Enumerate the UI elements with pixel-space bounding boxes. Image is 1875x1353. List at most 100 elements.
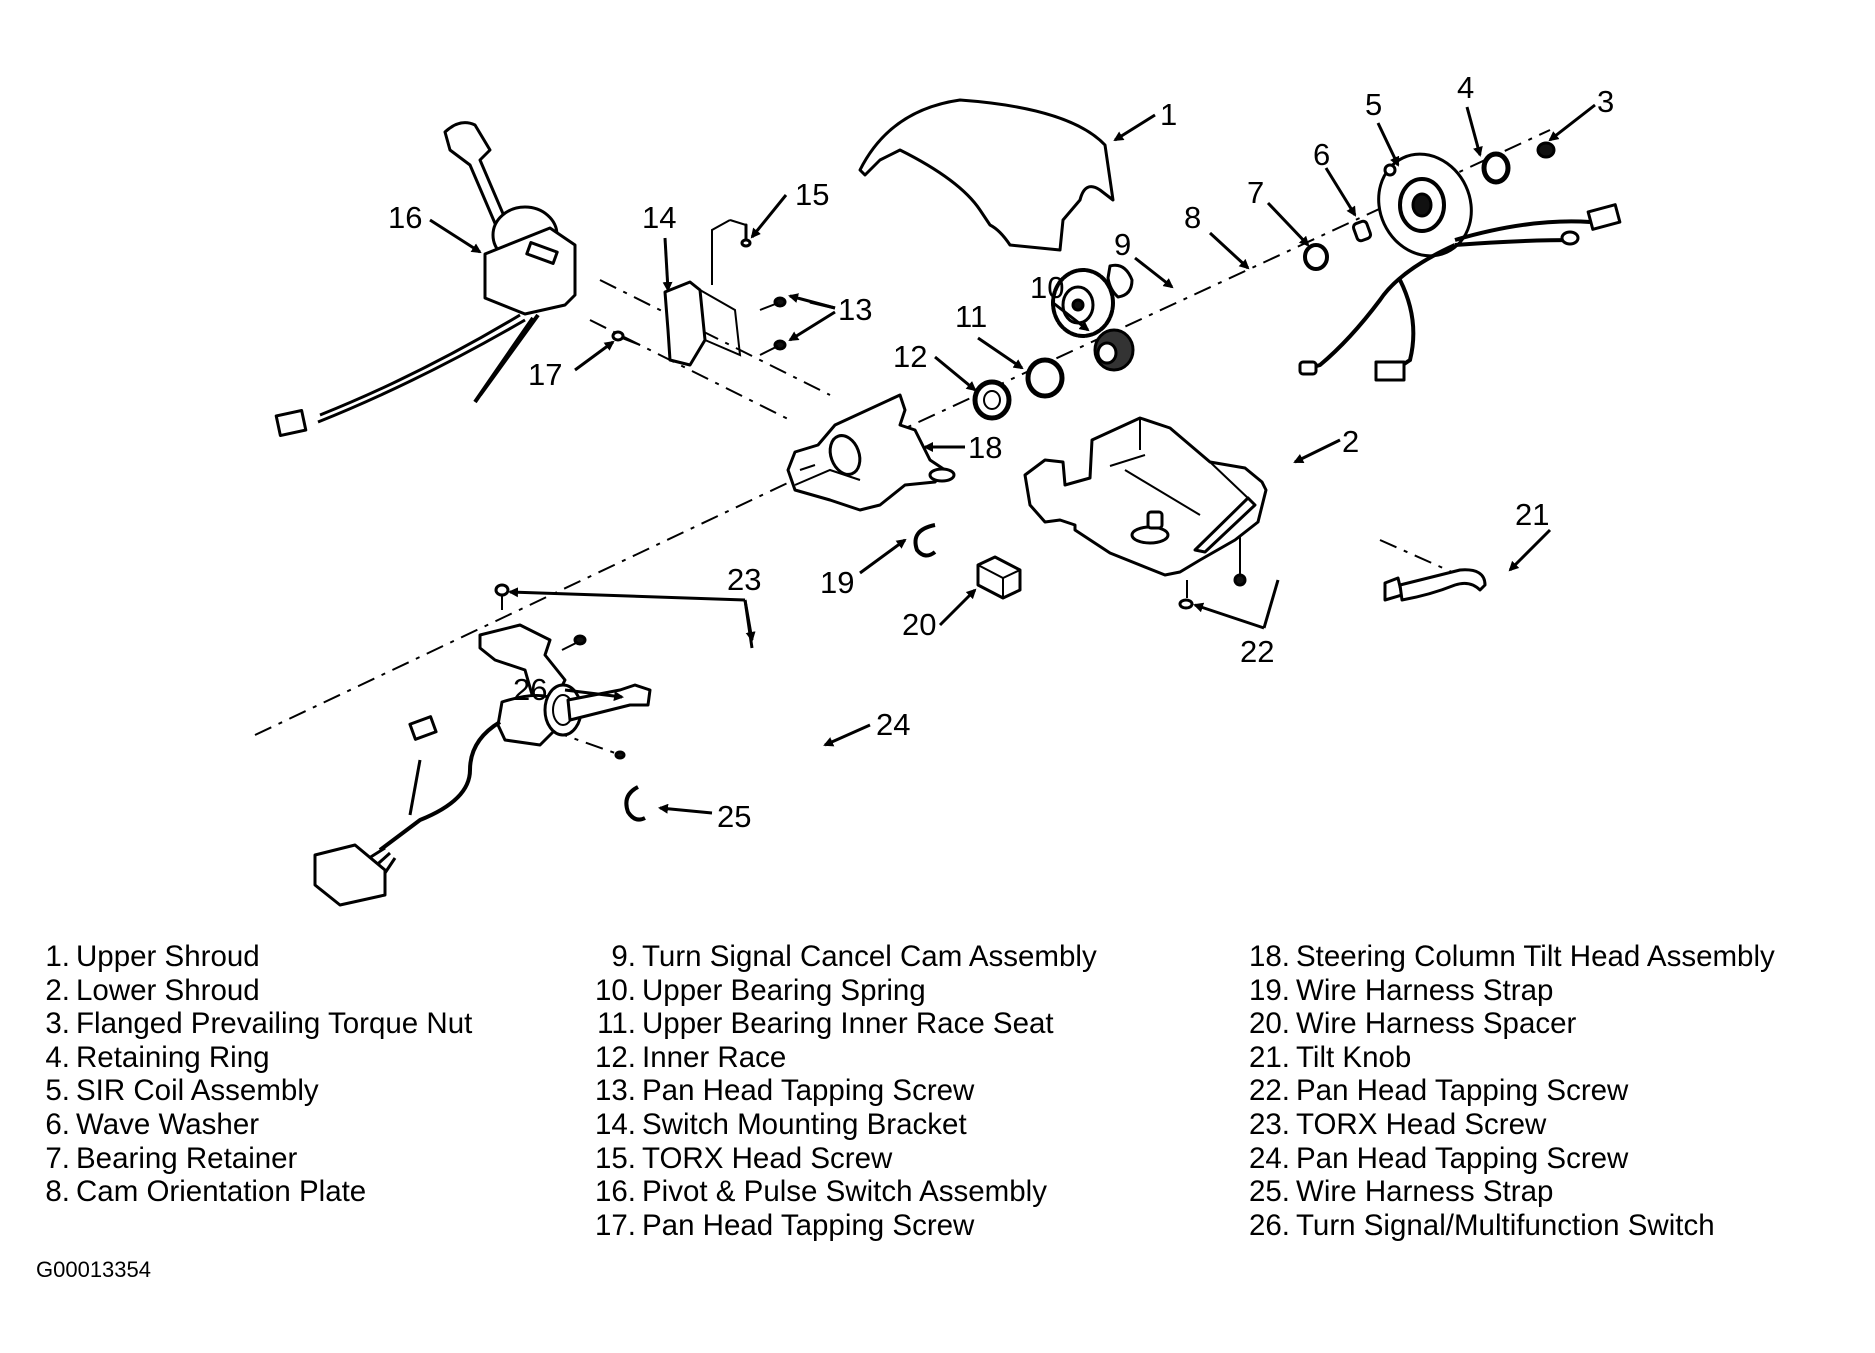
legend-item-label: Wave Washer (76, 1107, 260, 1141)
legend-item-label: Upper Shroud (76, 940, 260, 973)
legend-item-number: 19. (1248, 973, 1290, 1007)
callout-19: 19 (820, 565, 854, 600)
legend-item-label: Upper Bearing Spring (642, 973, 926, 1007)
callout-23: 23 (727, 562, 761, 597)
legend-item-label: Tilt Knob (1296, 1040, 1412, 1074)
legend-item-number: 22. (1248, 1074, 1290, 1108)
callout-15: 15 (795, 177, 829, 212)
legend-item-number: 14. (594, 1107, 636, 1141)
callout-labels: 1 2 3 4 5 6 7 8 9 10 11 12 13 14 15 16 1… (388, 70, 1614, 834)
part-pivot-pulse-switch (274, 121, 577, 437)
legend-item-label: Turn Signal/Multifunction Switch (1296, 1208, 1715, 1242)
part-wire-harness-spacer (976, 555, 1022, 600)
part-torx-screws-23 (494, 583, 587, 651)
legend-item-label: Wire Harness Spacer (1296, 1007, 1577, 1041)
legend-item-label: Pan Head Tapping Screw (642, 1208, 975, 1242)
legend-item-label: Turn Signal Cancel Cam Assembly (642, 940, 1097, 973)
part-tilt-knob (1383, 568, 1487, 602)
callout-1: 1 (1160, 97, 1177, 132)
legend-item-number: 13. (594, 1074, 636, 1108)
legend-item: 6.Wave Washer (36, 1108, 472, 1142)
callout-9: 9 (1114, 227, 1131, 262)
legend-item: 5.SIR Coil Assembly (36, 1074, 472, 1108)
legend-item-label: Retaining Ring (76, 1040, 270, 1074)
callout-12: 12 (893, 339, 927, 374)
legend-item: 17.Pan Head Tapping Screw (586, 1209, 1097, 1243)
part-inner-race-seat (1025, 357, 1065, 399)
legend-item: 16.Pivot & Pulse Switch Assembly (586, 1175, 1097, 1209)
part-inner-race (972, 379, 1012, 421)
legend-item-number: 17. (594, 1208, 636, 1242)
part-cancel-cam (1051, 268, 1115, 338)
callout-14: 14 (642, 200, 676, 235)
legend-item-number: 8. (45, 1175, 70, 1209)
legend-item-label: Lower Shroud (76, 973, 260, 1007)
legend-item: 24.Pan Head Tapping Screw (1240, 1142, 1775, 1176)
legend-item-label: Pan Head Tapping Screw (1296, 1141, 1629, 1175)
legend-item-number: 12. (594, 1040, 636, 1074)
legend-item-label: TORX Head Screw (642, 1141, 893, 1175)
legend-item: 15.TORX Head Screw (586, 1142, 1097, 1176)
legend-item-label: Switch Mounting Bracket (642, 1107, 967, 1141)
part-bearing-retainer (1303, 243, 1329, 271)
callout-18: 18 (968, 430, 1002, 465)
legend-item: 13.Pan Head Tapping Screw (586, 1074, 1097, 1108)
legend-item-number: 21. (1248, 1040, 1290, 1074)
part-wave-washer (1351, 219, 1373, 243)
legend-item-number: 25. (1248, 1175, 1290, 1209)
part-torx-screw-15 (711, 219, 752, 285)
part-pan-head-screw-17 (611, 330, 641, 346)
part-turn-signal-switch (313, 623, 652, 907)
legend-item-number: 10. (594, 973, 636, 1007)
legend-item: 8.Cam Orientation Plate (36, 1175, 472, 1209)
legend-item-label: Cam Orientation Plate (76, 1175, 367, 1209)
callout-2: 2 (1342, 424, 1359, 459)
legend-item: 25.Wire Harness Strap (1240, 1175, 1775, 1209)
callout-7: 7 (1247, 175, 1264, 210)
callout-5: 5 (1365, 87, 1382, 122)
legend-item: 3.Flanged Prevailing Torque Nut (36, 1007, 472, 1041)
legend-item-label: Bearing Retainer (76, 1141, 298, 1175)
legend-item-label: Pan Head Tapping Screw (1296, 1074, 1629, 1108)
callout-3: 3 (1597, 84, 1614, 119)
legend-item: 14.Switch Mounting Bracket (586, 1108, 1097, 1142)
callout-21: 21 (1515, 497, 1549, 532)
legend-item: 9.Turn Signal Cancel Cam Assembly (586, 940, 1097, 974)
legend-item-number: 3. (45, 1007, 70, 1041)
part-upper-shroud (858, 98, 1115, 252)
legend-item: 19.Wire Harness Strap (1240, 974, 1775, 1008)
callout-8: 8 (1184, 200, 1201, 235)
legend-item-number: 6. (45, 1107, 70, 1141)
callout-6: 6 (1313, 137, 1330, 172)
part-upper-bearing-spring (1093, 328, 1135, 372)
callout-24: 24 (876, 707, 910, 742)
callout-10: 10 (1030, 270, 1064, 305)
legend-item-number: 11. (597, 1007, 636, 1041)
legend-item: 21.Tilt Knob (1240, 1041, 1775, 1075)
legend-item-number: 2. (45, 973, 70, 1007)
part-pan-head-screws-22 (1178, 535, 1247, 610)
callout-4: 4 (1457, 70, 1474, 105)
legend-item-number: 26. (1248, 1208, 1290, 1242)
callout-11: 11 (955, 299, 987, 334)
legend-item-number: 1. (45, 940, 70, 973)
part-lower-shroud (1023, 416, 1268, 577)
legend-item-number: 18. (1248, 940, 1290, 973)
legend-item-number: 4. (45, 1040, 70, 1074)
legend-item: 2.Lower Shroud (36, 974, 472, 1008)
legend-item-number: 9. (611, 940, 636, 973)
part-pan-head-screws-13 (759, 296, 787, 356)
legend-item-number: 20. (1248, 1007, 1290, 1041)
figure-id: G00013354 (36, 1257, 151, 1282)
part-retaining-ring (1481, 151, 1511, 185)
legend-item: 20.Wire Harness Spacer (1240, 1007, 1775, 1041)
legend-item-label: Wire Harness Strap (1296, 1175, 1554, 1209)
legend-item: 12.Inner Race (586, 1041, 1097, 1075)
part-sir-coil (1298, 152, 1622, 382)
callout-16: 16 (388, 200, 422, 235)
legend-item: 10.Upper Bearing Spring (586, 974, 1097, 1008)
legend-item-label: Pan Head Tapping Screw (642, 1074, 975, 1108)
